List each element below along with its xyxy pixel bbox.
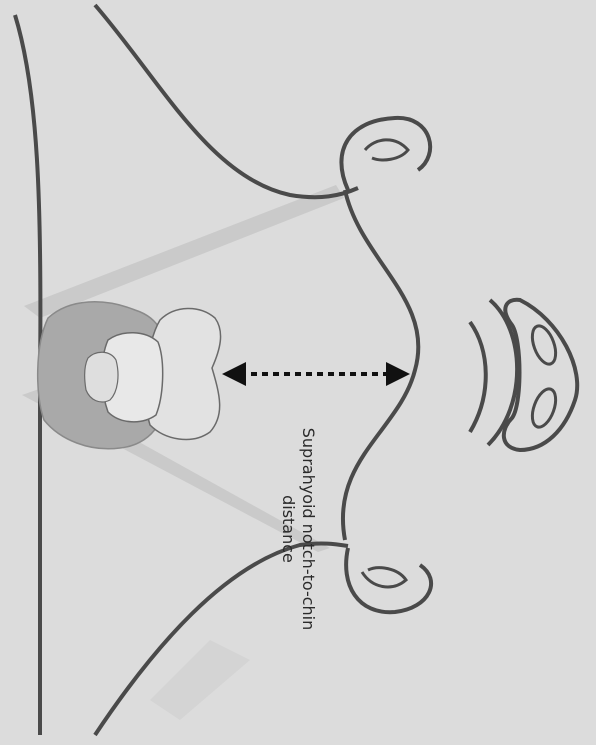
distance-label-text: Suprahyoid notch-to-chin distance [278,414,318,644]
distance-label-line1: Suprahyoid notch-to-chin [298,414,318,644]
distance-label-line2: distance [278,414,298,644]
distance-label: Suprahyoid notch-to-chin distance [268,414,328,644]
trachea-ring [85,352,118,402]
